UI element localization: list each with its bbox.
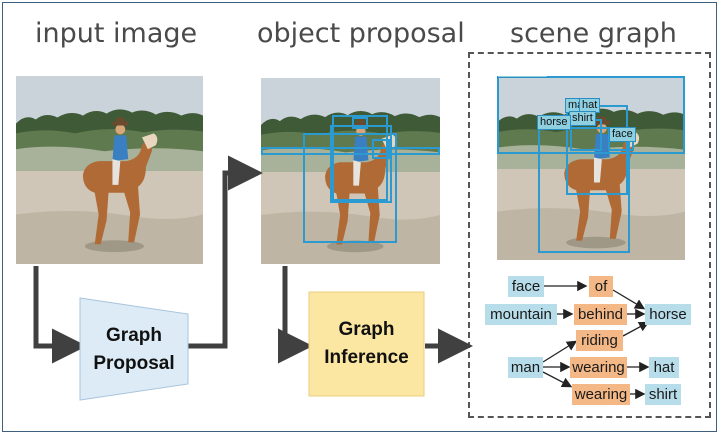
node-wearing-2: wearing xyxy=(572,384,630,405)
node-of: of xyxy=(589,276,613,297)
graph-inference-block: Graph Inference xyxy=(309,292,424,396)
node-behind: behind xyxy=(574,304,627,325)
edge-man-riding xyxy=(542,340,578,363)
node-mountain: mountain xyxy=(485,304,557,325)
node-hat: hat xyxy=(649,357,679,378)
node-horse: horse xyxy=(645,304,691,325)
tag-horse: horse xyxy=(537,115,571,130)
proposal-box-horse xyxy=(303,133,397,243)
graph-proposal-line-2: Proposal xyxy=(93,353,175,374)
proposal-photo xyxy=(261,78,440,264)
proposal-boxes xyxy=(261,115,440,243)
edge-man-wearing2 xyxy=(542,371,573,388)
proposal-box-mountain xyxy=(261,147,440,155)
tag-face: face xyxy=(609,127,636,142)
proposal-box-man xyxy=(330,125,392,203)
scene-graph-heading: scene graph xyxy=(510,18,677,49)
node-wearing-1: wearing xyxy=(570,357,627,378)
graph-inference-shape xyxy=(308,291,425,397)
detection-box-horse xyxy=(538,127,630,253)
figure-frame xyxy=(2,2,717,432)
scene-photo: mountain man hat shirt horse face xyxy=(497,76,685,260)
arrow-proposal-to-image xyxy=(187,155,263,349)
arrow-input-to-proposal xyxy=(33,266,87,364)
graph-proposal-line-1: Graph xyxy=(106,325,162,346)
tag-shirt: shirt xyxy=(569,111,596,126)
scene-graph-panel: face of mountain behind horse riding man… xyxy=(475,268,697,413)
node-man: man xyxy=(508,357,543,378)
scene-graph-edges xyxy=(542,280,650,400)
graph-inference-line-1: Graph xyxy=(338,319,395,340)
proposal-box-face xyxy=(372,139,390,159)
graph-proposal-shape xyxy=(79,297,189,401)
arrow-image-to-inference xyxy=(278,266,313,364)
node-riding: riding xyxy=(576,330,623,351)
graph-proposal-block: Graph Proposal xyxy=(80,312,188,388)
proposal-box-hat xyxy=(352,117,368,129)
object-proposal-heading: object proposal xyxy=(257,18,465,49)
input-image-heading: input image xyxy=(35,18,198,49)
node-shirt: shirt xyxy=(645,384,681,405)
edge-of-horse xyxy=(612,289,646,310)
scene-graph-container xyxy=(468,52,711,418)
graph-inference-line-2: Inference xyxy=(324,347,409,368)
edge-riding-horse xyxy=(622,321,650,337)
tag-mountain: mountain xyxy=(497,76,549,78)
detection-box-mountain xyxy=(497,76,685,154)
node-face: face xyxy=(508,276,544,297)
